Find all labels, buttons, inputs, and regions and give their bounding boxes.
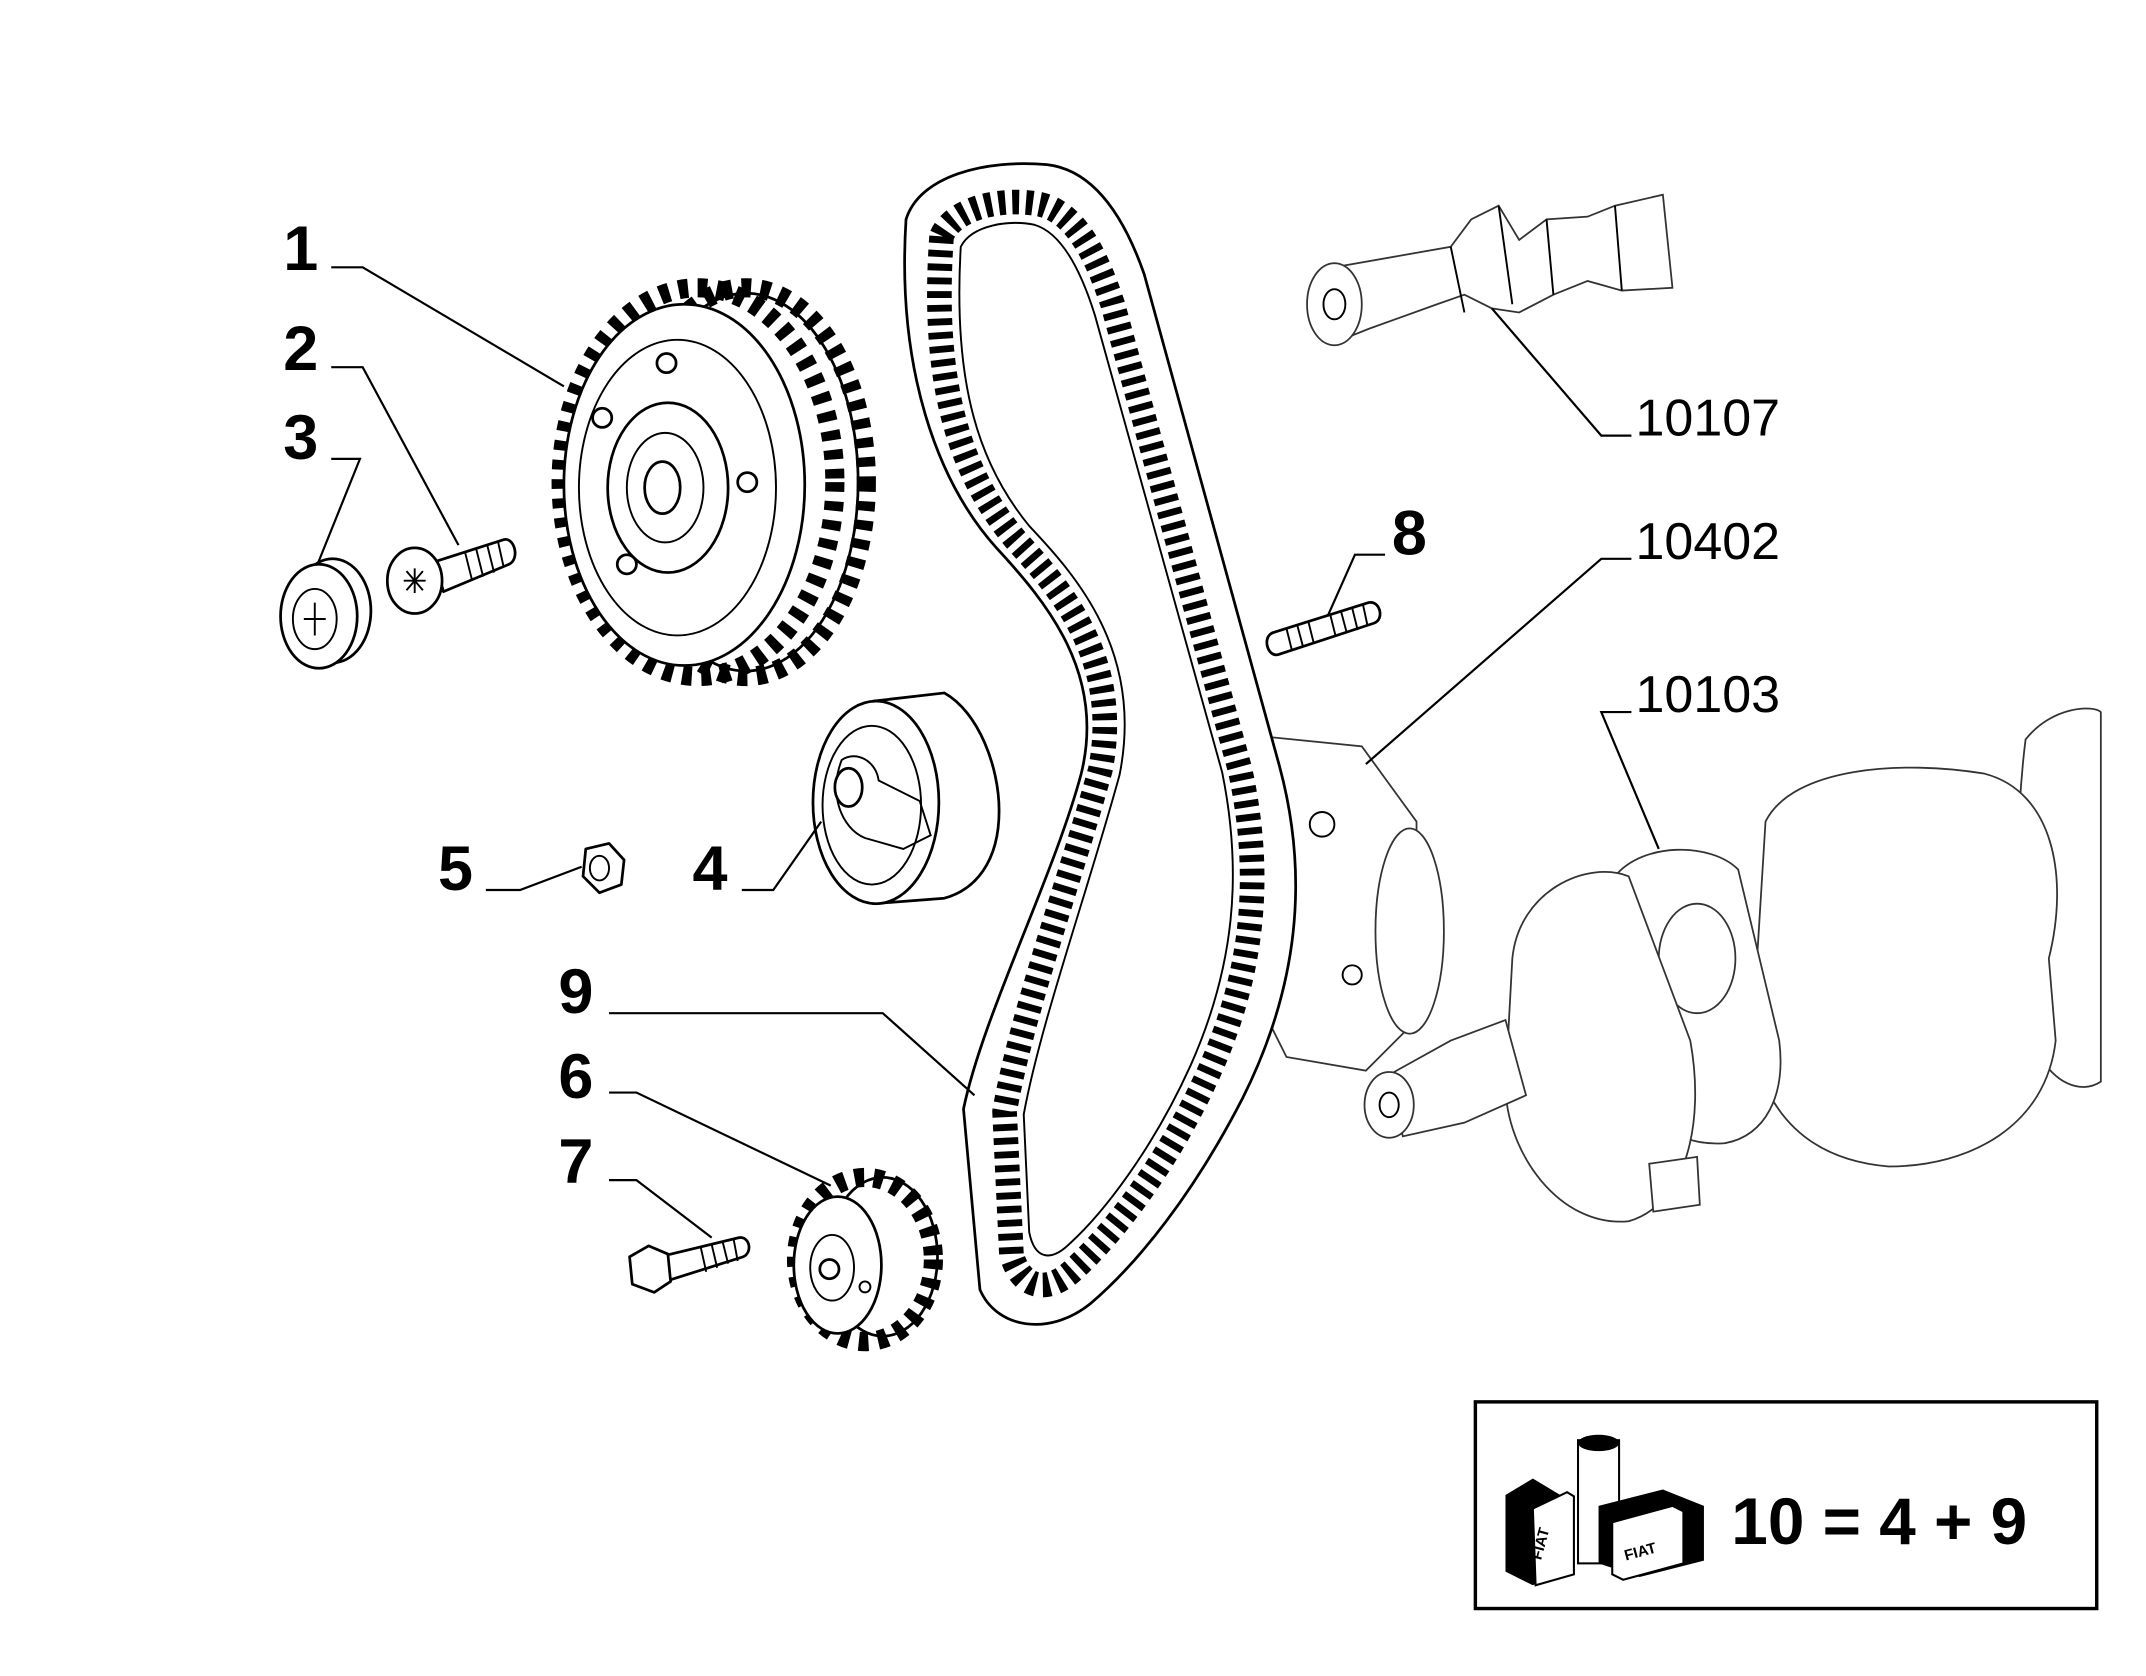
gear-bolt-torx [403,568,426,594]
leader-line-1 [331,266,565,388]
leader-line-7 [609,1179,713,1239]
camshaft-body [1333,193,1674,344]
callout-10107: 10107 [1636,390,1781,448]
kit-cylinder-top [1578,1434,1620,1452]
leader-line-10107 [1490,307,1632,437]
kit-box: FIAT FIAT 10 = 4 + 9 [1473,1400,2099,1611]
leader-line-2 [331,366,460,546]
leader-line-5 [485,865,583,892]
leader-line-10402 [1365,557,1632,765]
camshaft-gear-hub-inner [625,431,705,544]
callout-3: 3 [283,403,318,473]
camshaft-gear-bolt-hole-bottom [615,553,638,576]
gear-bolt-threads [464,542,505,581]
callout-9: 9 [558,957,593,1027]
leader-line-6 [609,1091,832,1187]
cap-washer-slots [303,602,326,636]
housing-boss [1374,827,1445,1035]
camshaft-gear-bolt-hole-top [655,352,678,375]
crankshaft [1363,707,2102,1223]
timing-belt-teeth [927,189,1265,1298]
callout-7: 7 [558,1127,593,1197]
timing-belt-inner [958,221,1234,1257]
camshaft-gear-teeth-front [551,278,845,687]
leader-line-10103 [1599,710,1660,850]
timing-belt [903,162,1298,1326]
callout-6: 6 [558,1042,593,1112]
camshaft-end-bore [1322,288,1347,321]
cap-washer [279,557,373,670]
crankshaft-counterweight [1750,766,2058,1168]
sprocket-bore [818,1258,841,1281]
kit-block-left [1531,1491,1575,1587]
stud-body [1265,601,1382,656]
nut-bore [588,854,610,882]
callout-1: 1 [283,214,318,284]
cap-washer-inner [291,587,338,651]
kit-block-right [1611,1504,1685,1581]
callout-2: 2 [283,314,318,384]
leader-line-9 [609,1012,976,1097]
crankshaft-flange [1648,1155,1701,1213]
gear-bolt [385,538,517,615]
leader-line-8 [1326,553,1386,617]
sprocket-bolt [628,1236,751,1294]
belt-tensioner [811,691,1001,906]
camshaft-lobe-lines [1449,205,1623,313]
sprocket-key [858,1280,872,1294]
sprocket-hub [809,1233,855,1302]
leader-lines [316,266,1660,1239]
gear-bolt-shank [433,538,517,594]
camshaft [1306,193,1674,347]
camshaft-end [1306,262,1363,347]
kit-formula: 10 = 4 + 9 [1731,1485,2027,1558]
crankshaft-nose [1388,1018,1528,1138]
kit-icon: FIAT FIAT [1505,1434,1704,1587]
callout-10103: 10103 [1636,666,1781,724]
camshaft-gear [551,278,876,687]
nut-hex [581,842,626,895]
crankshaft-nose-bore [1378,1091,1400,1119]
callout-labels: 1 2 3 4 5 6 7 8 9 10107 10402 10103 [283,214,1780,1197]
camshaft-gear-bore [643,460,682,516]
housing-bolt-hole-lower [1341,964,1363,986]
tensioner-center-hole [833,766,864,808]
stud-threads [1285,605,1369,651]
crankshaft-sprocket [786,1167,943,1352]
nut [581,842,626,895]
leader-line-4 [741,820,823,892]
camshaft-gear-bolt-hole-right [736,471,759,494]
camshaft-gear-plate [577,338,777,637]
leader-line-3 [316,457,362,565]
callout-8: 8 [1392,499,1427,569]
callout-10402: 10402 [1636,513,1781,571]
camshaft-gear-bolt-hole-left [591,406,614,429]
housing-bolt-hole-upper [1308,811,1336,838]
callout-5: 5 [438,834,473,904]
crankshaft-nose-end [1363,1071,1415,1139]
sprocket-bolt-threads [699,1238,739,1273]
stud [1265,601,1382,656]
sprocket-bolt-head [628,1244,672,1294]
callout-4: 4 [693,834,728,904]
